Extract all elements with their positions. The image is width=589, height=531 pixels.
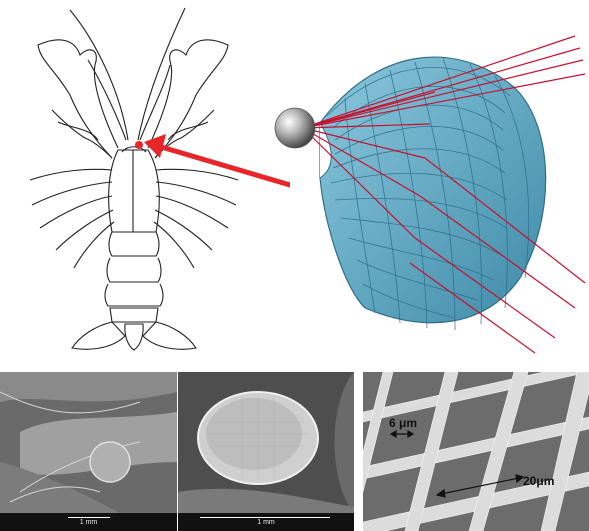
sem-image-eye: 1 mm: [178, 372, 354, 531]
scale-bar-line: [200, 517, 330, 518]
sem-head-picture: [0, 372, 177, 513]
eye-marker: [135, 141, 143, 149]
square-channel-grid: [363, 372, 589, 531]
scale-bar: 1 mm: [0, 513, 177, 531]
grid-label-small: 6 μm: [389, 416, 417, 430]
scale-bar: 1 mm: [178, 513, 354, 531]
scale-label: 1 mm: [178, 519, 354, 526]
lobster-outline: [0, 0, 290, 352]
lobster-drawing: [0, 0, 290, 352]
sem-image-head: 1 mm: [0, 372, 177, 531]
sem-eye-picture: [178, 372, 354, 513]
grid-label-large: 20μm: [523, 474, 554, 488]
focal-sphere: [275, 108, 315, 148]
optics-illustration: [255, 28, 589, 358]
scale-label: 1 mm: [0, 519, 177, 526]
compound-eye: [90, 442, 130, 482]
scale-bar-line: [68, 517, 110, 518]
lobster-eye-optics-diagram: [255, 28, 589, 358]
facet-array: [320, 57, 546, 330]
sem-image-grid: 6 μm 20μm: [363, 372, 589, 531]
